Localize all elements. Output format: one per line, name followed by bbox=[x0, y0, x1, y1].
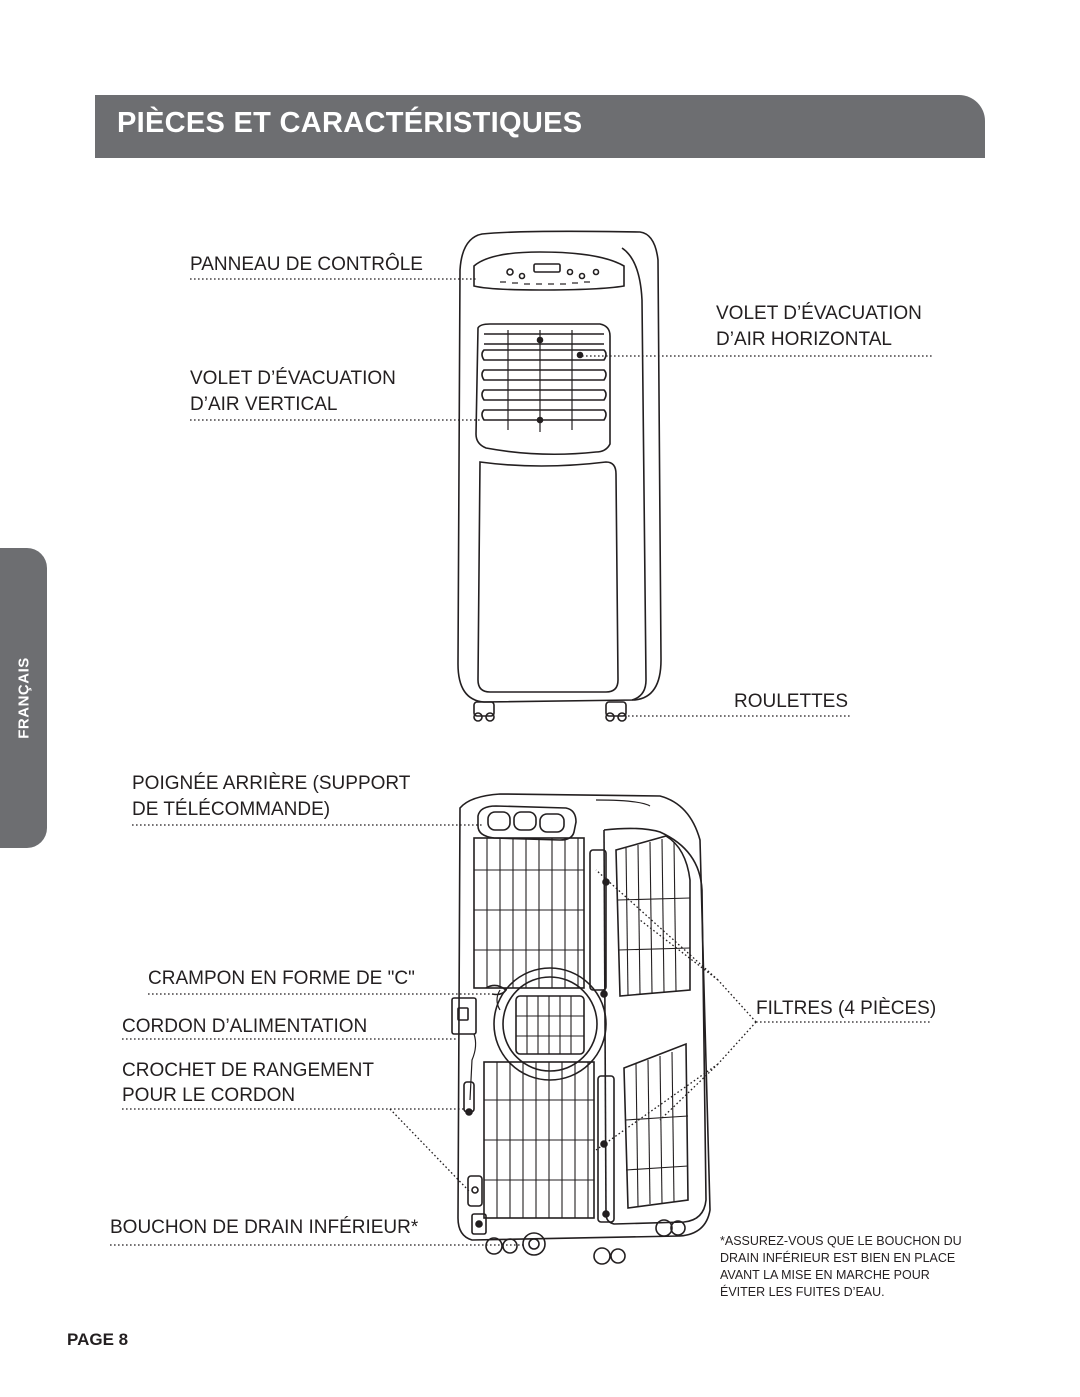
label-horizontal-louver-line2: D’AIR HORIZONTAL bbox=[716, 329, 892, 350]
callout-lines bbox=[110, 278, 932, 1246]
label-rear-handle-line2: DE TÉLÉCOMMANDE) bbox=[132, 799, 331, 820]
rear-handle bbox=[477, 805, 577, 841]
label-power-cord: CORDON D’ALIMENTATION bbox=[122, 1016, 368, 1037]
label-rear-handle-line1: POIGNÉE ARRIÈRE (SUPPORT bbox=[132, 773, 411, 794]
note-line: AVANT LA MISE EN MARCHE POUR bbox=[720, 1268, 930, 1282]
label-drain-plug: BOUCHON DE DRAIN INFÉRIEUR* bbox=[110, 1217, 419, 1238]
front-display bbox=[533, 263, 561, 273]
rear-unit-drawing bbox=[451, 793, 711, 1265]
language-tab: FRANÇAIS bbox=[0, 548, 47, 848]
drain-plug bbox=[522, 1232, 546, 1256]
label-filters: FILTRES (4 PIÈCES) bbox=[756, 998, 937, 1019]
front-unit-drawing bbox=[457, 230, 662, 722]
drain-plug-note: *ASSUREZ-VOUS QUE LE BOUCHON DU DRAIN IN… bbox=[720, 1233, 962, 1301]
note-line: *ASSUREZ-VOUS QUE LE BOUCHON DU bbox=[720, 1234, 962, 1248]
label-horizontal-louver-line1: VOLET D’ÉVACUATION bbox=[716, 303, 922, 324]
label-casters: ROULETTES bbox=[734, 691, 849, 712]
note-line: ÉVITER LES FUITES D’EAU. bbox=[720, 1285, 885, 1299]
page-number: PAGE 8 bbox=[67, 1330, 129, 1349]
power-cord-plug bbox=[451, 997, 477, 1035]
label-cord-hook-line1: CROCHET DE RANGEMENT bbox=[122, 1060, 374, 1081]
exhaust-ring bbox=[493, 967, 607, 1081]
label-control-panel: PANNEAU DE CONTRÔLE bbox=[190, 254, 423, 275]
label-vertical-louver-line2: D’AIR VERTICAL bbox=[190, 394, 338, 415]
section-header: PIÈCES ET CARACTÉRISTIQUES bbox=[95, 95, 985, 158]
note-line: DRAIN INFÉRIEUR EST BIEN EN PLACE bbox=[720, 1251, 956, 1265]
label-vertical-louver-line1: VOLET D’ÉVACUATION bbox=[190, 368, 396, 389]
label-cord-hook-line2: POUR LE CORDON bbox=[122, 1085, 296, 1106]
label-c-clamp: CRAMPON EN FORME DE "C" bbox=[148, 968, 415, 989]
page-title: PIÈCES ET CARACTÉRISTIQUES bbox=[117, 107, 583, 139]
c-clamp bbox=[485, 984, 508, 996]
